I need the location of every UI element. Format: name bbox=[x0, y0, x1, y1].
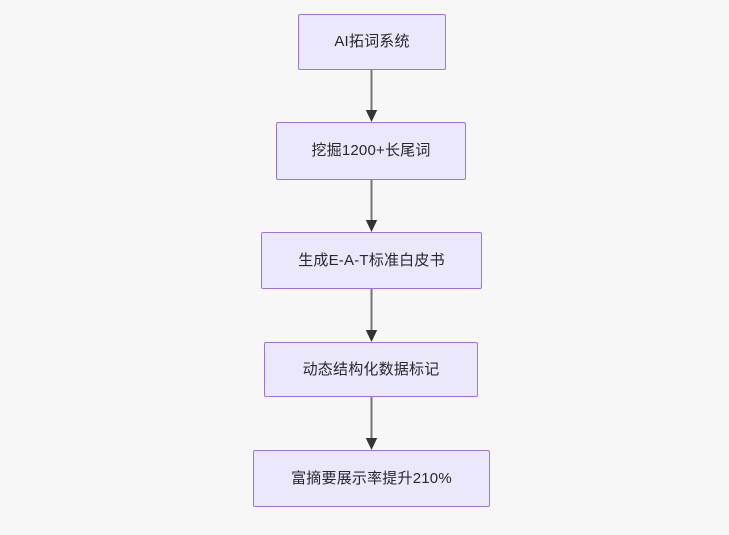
flow-node-4[interactable]: 动态结构化数据标记 bbox=[264, 342, 478, 397]
flow-node-2[interactable]: 挖掘1200+长尾词 bbox=[276, 122, 466, 180]
flow-node-1[interactable]: AI拓词系统 bbox=[298, 14, 446, 70]
flow-node-5[interactable]: 富摘要展示率提升210% bbox=[253, 450, 490, 507]
flow-node-3[interactable]: 生成E-A-T标准白皮书 bbox=[261, 232, 482, 289]
flow-node-1-label: AI拓词系统 bbox=[334, 33, 410, 50]
flow-node-3-label: 生成E-A-T标准白皮书 bbox=[298, 251, 445, 269]
flow-edge-2-to-3 bbox=[359, 180, 384, 232]
flow-node-5-label: 富摘要展示率提升210% bbox=[291, 469, 452, 487]
flow-edge-3-to-4 bbox=[359, 289, 384, 342]
flow-node-4-label: 动态结构化数据标记 bbox=[302, 360, 440, 378]
flow-edge-1-to-2 bbox=[359, 70, 384, 122]
flow-node-2-label: 挖掘1200+长尾词 bbox=[311, 142, 431, 159]
flow-edge-4-to-5 bbox=[359, 397, 384, 450]
